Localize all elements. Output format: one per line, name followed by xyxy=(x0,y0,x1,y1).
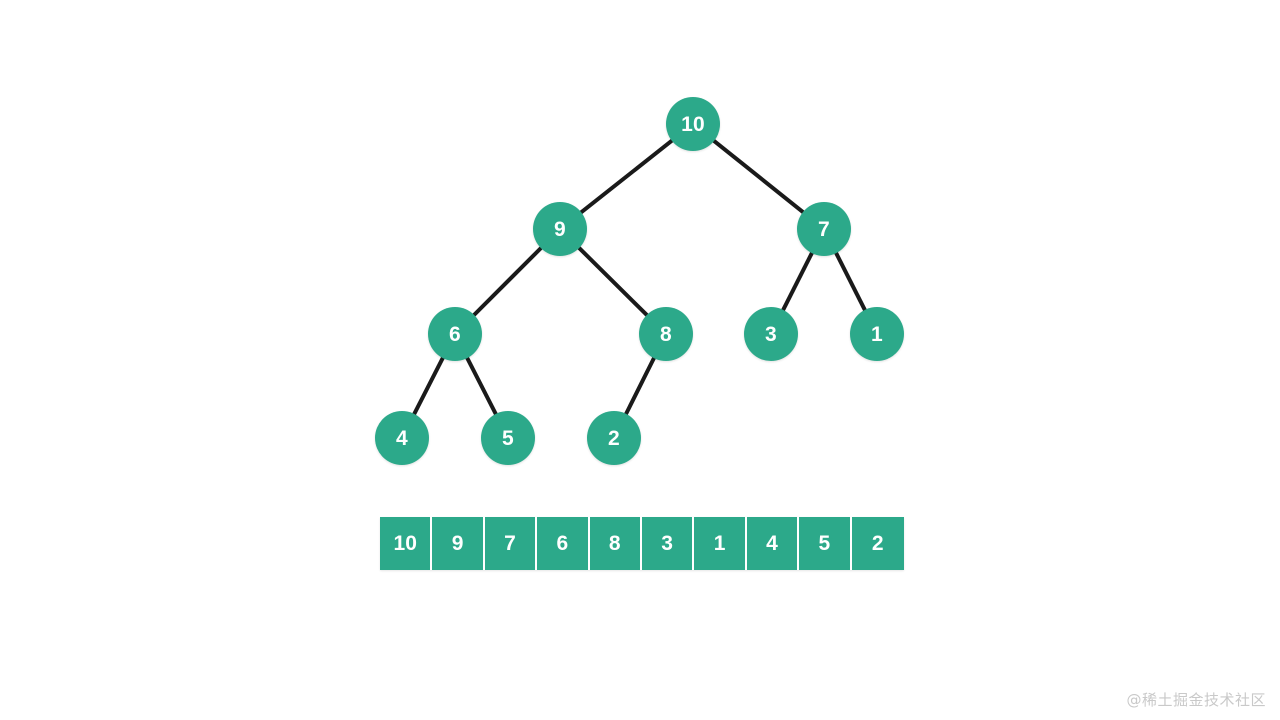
array-cell[interactable]: 4 xyxy=(746,517,800,570)
array-cell[interactable]: 8 xyxy=(589,517,642,570)
array-cell[interactable]: 2 xyxy=(851,517,904,570)
tree-edge xyxy=(465,356,498,416)
array-cell[interactable]: 6 xyxy=(537,517,590,570)
tree-edge xyxy=(712,138,805,215)
tree-edge xyxy=(833,251,868,312)
array-cell[interactable]: 3 xyxy=(641,517,695,570)
tree-node[interactable]: 6 xyxy=(428,307,482,361)
tree-node[interactable]: 3 xyxy=(744,307,798,361)
tree-edge xyxy=(780,251,815,312)
tree-node-label: 5 xyxy=(502,426,514,450)
array-cell[interactable]: 7 xyxy=(484,517,538,570)
tree-node[interactable]: 1 xyxy=(850,307,904,361)
edge-group xyxy=(412,138,868,416)
tree-node-label: 2 xyxy=(608,426,620,450)
tree-node-label: 8 xyxy=(660,322,672,346)
tree-node[interactable]: 2 xyxy=(587,411,641,465)
tree-edge xyxy=(471,245,544,318)
tree-node-label: 1 xyxy=(871,322,883,346)
tree-node[interactable]: 5 xyxy=(481,411,535,465)
tree-edge xyxy=(579,138,674,215)
tree-node[interactable]: 9 xyxy=(533,202,587,256)
tree-node-label: 7 xyxy=(818,217,830,241)
tree-node-label: 4 xyxy=(396,426,408,450)
tree-node[interactable]: 7 xyxy=(797,202,851,256)
tree-node[interactable]: 10 xyxy=(666,97,720,151)
tree-node-label: 10 xyxy=(681,112,705,136)
watermark-label: @稀土掘金技术社区 xyxy=(1126,691,1266,709)
tree-edge xyxy=(623,356,657,416)
array-cell[interactable]: 1 xyxy=(694,517,747,570)
tree-node[interactable]: 4 xyxy=(375,411,429,465)
tree-node-label: 9 xyxy=(554,217,566,241)
array-cell[interactable]: 10 xyxy=(380,517,433,570)
tree-node[interactable]: 8 xyxy=(639,307,693,361)
array-cell[interactable]: 5 xyxy=(799,517,852,570)
array-cell[interactable]: 9 xyxy=(432,517,485,570)
tree-node-label: 6 xyxy=(449,322,461,346)
tree-edge xyxy=(412,356,445,416)
tree-node-label: 3 xyxy=(765,322,777,346)
tree-edge xyxy=(577,245,649,318)
